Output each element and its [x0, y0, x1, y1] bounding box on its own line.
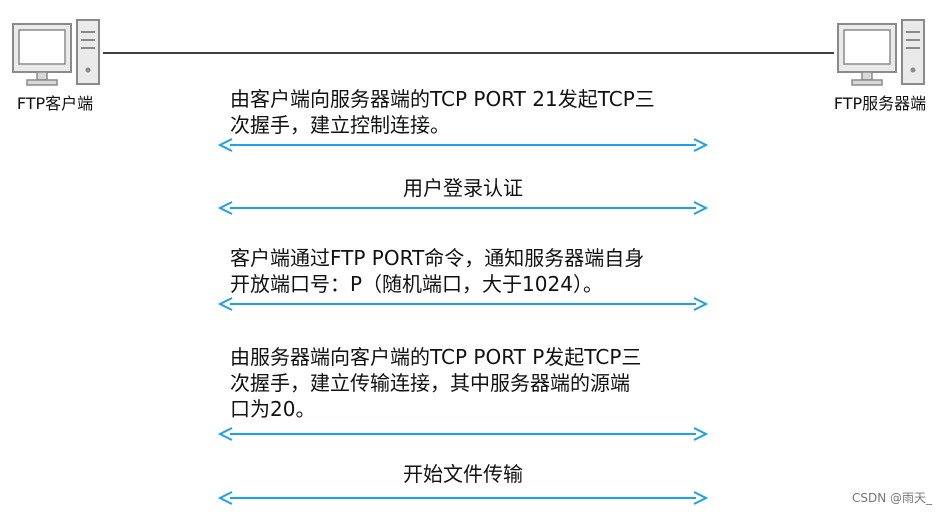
step-4-arrow: [217, 427, 709, 441]
client-node: FTP客户端: [0, 18, 115, 114]
computer-icon: [12, 19, 100, 86]
server-node: FTP服务器端: [820, 18, 940, 114]
step-3-text: 客户端通过FTP PORT命令，通知服务器端自身 开放端口号：P（随机端口，大于…: [230, 246, 645, 296]
computer-icon: [837, 19, 925, 86]
step-4-text: 由服务器端向客户端的TCP PORT P发起TCP三 次握手，建立传输连接，其中…: [230, 345, 642, 421]
step-1-text: 由客户端向服务器端的TCP PORT 21发起TCP三 次握手，建立控制连接。: [230, 87, 655, 137]
step-2-arrow: [217, 201, 709, 215]
step-2-text: 用户登录认证: [403, 176, 523, 200]
step-3-arrow: [217, 297, 709, 311]
step-5-text: 开始文件传输: [403, 462, 523, 486]
client-label: FTP客户端: [16, 94, 94, 113]
step-1-arrow: [217, 138, 709, 152]
watermark: CSDN @雨天_: [851, 491, 932, 505]
server-label: FTP服务器端: [833, 94, 927, 113]
step-5-arrow: [217, 491, 709, 505]
